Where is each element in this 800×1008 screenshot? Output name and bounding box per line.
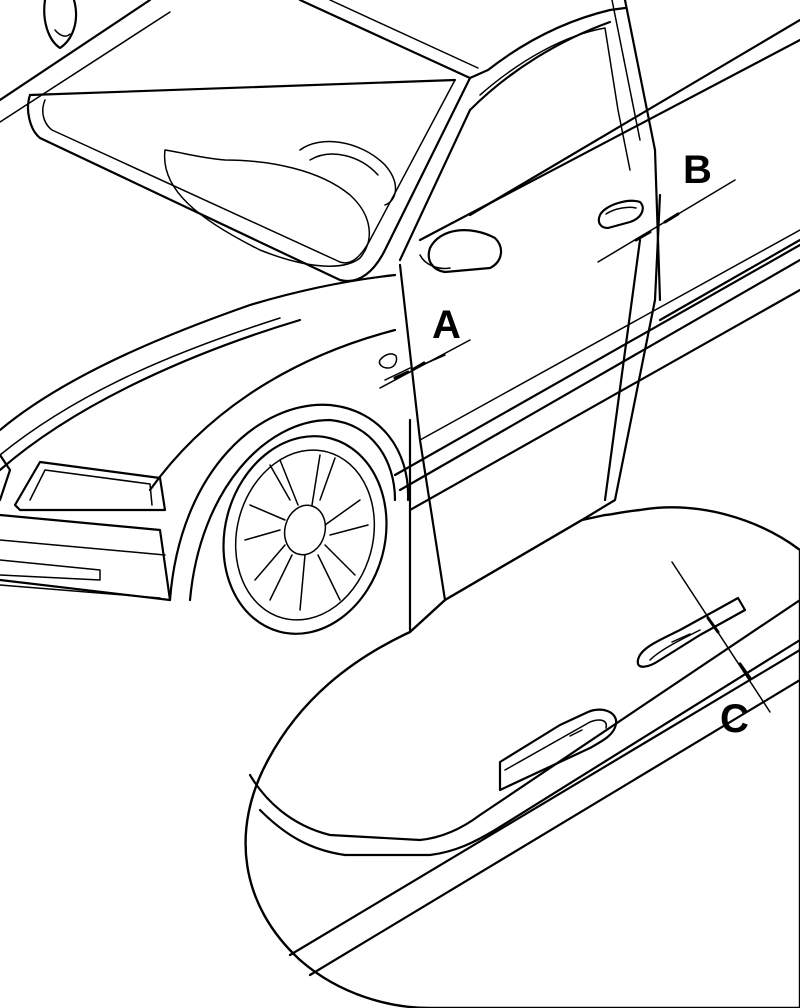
detail-callout [244, 238, 800, 1008]
label-a: A [432, 303, 461, 347]
gap-marker-b [597, 179, 736, 263]
label-c: C [720, 697, 749, 741]
label-b: B [683, 148, 712, 192]
gap-marker-a [379, 339, 471, 389]
